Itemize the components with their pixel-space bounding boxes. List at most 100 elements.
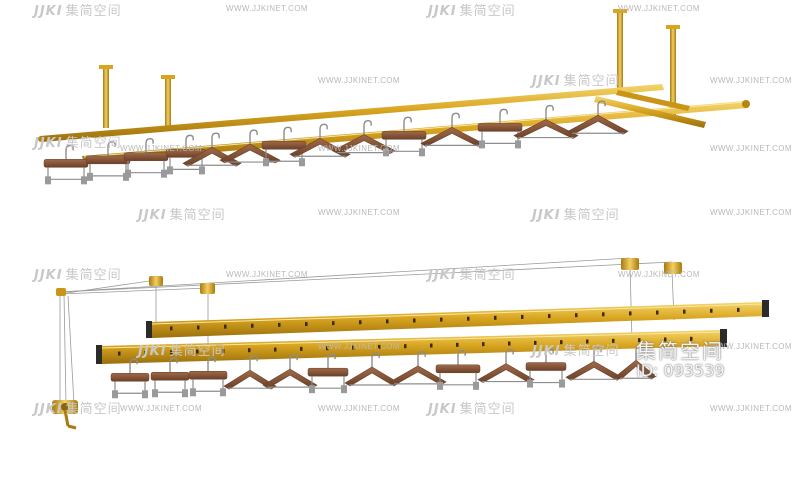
hanger-clip bbox=[182, 389, 188, 398]
watermark-url: WWW.JJKINET.COM bbox=[318, 342, 400, 351]
hanger-hook bbox=[129, 358, 138, 374]
hanger-wire-frame bbox=[154, 380, 186, 393]
hanger-clip bbox=[341, 385, 347, 394]
bar-hole bbox=[575, 313, 578, 318]
hanger-clip bbox=[309, 385, 315, 394]
hanger-clip bbox=[152, 389, 158, 398]
hanger-wood-bar bbox=[123, 152, 169, 161]
hanger-hook bbox=[417, 351, 426, 366]
bar-hole bbox=[560, 340, 563, 345]
hanger-clip bbox=[125, 169, 131, 178]
hanger-hook bbox=[249, 355, 258, 371]
hanger-wire-frame bbox=[169, 157, 203, 170]
bar-hole bbox=[656, 310, 659, 315]
bar-hole bbox=[737, 307, 740, 312]
watermark-mark: JJKI bbox=[428, 268, 457, 283]
rod-end-cap bbox=[742, 100, 750, 108]
bottom-rack bbox=[52, 257, 769, 430]
watermark-url: WWW.JJKINET.COM bbox=[226, 270, 308, 279]
coat-hanger bbox=[567, 100, 629, 135]
hanger-hook bbox=[545, 104, 554, 120]
hanger-wood-bar bbox=[188, 371, 228, 380]
bar-hole bbox=[359, 320, 362, 325]
watermark-mark: JJKI bbox=[34, 4, 63, 19]
top-hanger-group bbox=[43, 100, 629, 185]
watermark-url: WWW.JJKINET.COM bbox=[710, 144, 792, 153]
bar-hole bbox=[224, 324, 227, 329]
hanger-hook bbox=[169, 357, 178, 373]
hanger-hook bbox=[593, 346, 602, 362]
watermark-url: WWW.JJKINET.COM bbox=[710, 208, 792, 217]
pulley-box bbox=[664, 262, 682, 274]
hanger-hook bbox=[499, 108, 508, 124]
bar-hole-row bbox=[118, 307, 740, 356]
bar-hole bbox=[467, 316, 470, 321]
bar-hole bbox=[508, 341, 511, 346]
hanger-wire-frame bbox=[265, 149, 303, 162]
watermark-brand: 集简空间 bbox=[459, 268, 516, 283]
hanger-hook bbox=[403, 116, 412, 132]
hanger-wood-bar bbox=[261, 141, 307, 150]
coat-hanger bbox=[477, 348, 535, 383]
cross-brace bbox=[616, 90, 690, 111]
ceiling-cap bbox=[613, 9, 627, 13]
hanger-hook bbox=[457, 350, 466, 365]
watermark-brand: 集简空间 bbox=[65, 268, 122, 283]
hanger-hook bbox=[327, 353, 336, 369]
hanger-wire-frame bbox=[47, 167, 85, 180]
bar-hole bbox=[222, 348, 225, 353]
watermark-url: WWW.JJKINET.COM bbox=[120, 404, 202, 413]
watermark-brand: 集简空间 bbox=[563, 344, 620, 359]
pants-hanger bbox=[43, 144, 89, 185]
watermark-mark: JJKI bbox=[532, 344, 561, 359]
bar-hole bbox=[690, 336, 693, 341]
hanger-wood-bar bbox=[477, 123, 523, 132]
hanger-clip bbox=[161, 169, 167, 178]
hanger-hook bbox=[319, 123, 328, 139]
watermark-mark: JJKI bbox=[532, 74, 561, 89]
hanger-hook bbox=[597, 100, 606, 116]
watermark-brand: 集简空间 bbox=[563, 208, 620, 223]
ceiling-cap bbox=[161, 75, 175, 79]
bar-highlight bbox=[101, 331, 723, 349]
hanger-clip bbox=[112, 390, 118, 399]
top-rack bbox=[38, 9, 750, 185]
hanger-clip bbox=[220, 388, 226, 397]
pants-hanger bbox=[435, 350, 481, 390]
watermark-mark: JJKI bbox=[34, 402, 63, 417]
hand-crank bbox=[52, 400, 78, 430]
hanger-clip bbox=[87, 172, 93, 181]
hanger-clip bbox=[45, 176, 51, 185]
bar-hole bbox=[248, 348, 251, 353]
hanger-hook bbox=[107, 141, 116, 156]
hanger-wire-frame bbox=[439, 372, 477, 386]
bar-hole bbox=[352, 345, 355, 350]
watermark-url: WWW.JJKINET.COM bbox=[618, 270, 700, 279]
hanger-wood-bar bbox=[381, 131, 427, 140]
ceiling-post bbox=[670, 26, 676, 116]
watermark-brand: 集简空间 bbox=[65, 136, 122, 151]
hanger-wood-arms bbox=[513, 119, 579, 139]
watermark-url: WWW.JJKINET.COM bbox=[318, 76, 400, 85]
watermark-brand: 集简空间 bbox=[563, 74, 620, 89]
pulley-box bbox=[200, 283, 215, 294]
bar-hole bbox=[638, 338, 641, 343]
bar-hole bbox=[534, 340, 537, 345]
bar-hole bbox=[251, 323, 254, 328]
watermark-url: WWW.JJKINET.COM bbox=[318, 144, 400, 153]
bar-hole bbox=[494, 315, 497, 320]
bar-hole bbox=[170, 326, 173, 331]
hanger-wood-bar bbox=[150, 371, 190, 381]
hanger-clip bbox=[419, 148, 425, 157]
watermark-url: WWW.JJKINET.COM bbox=[318, 404, 400, 413]
bar-end-cap bbox=[96, 345, 102, 364]
hanger-clip bbox=[473, 381, 479, 390]
bar-hole bbox=[386, 319, 389, 324]
